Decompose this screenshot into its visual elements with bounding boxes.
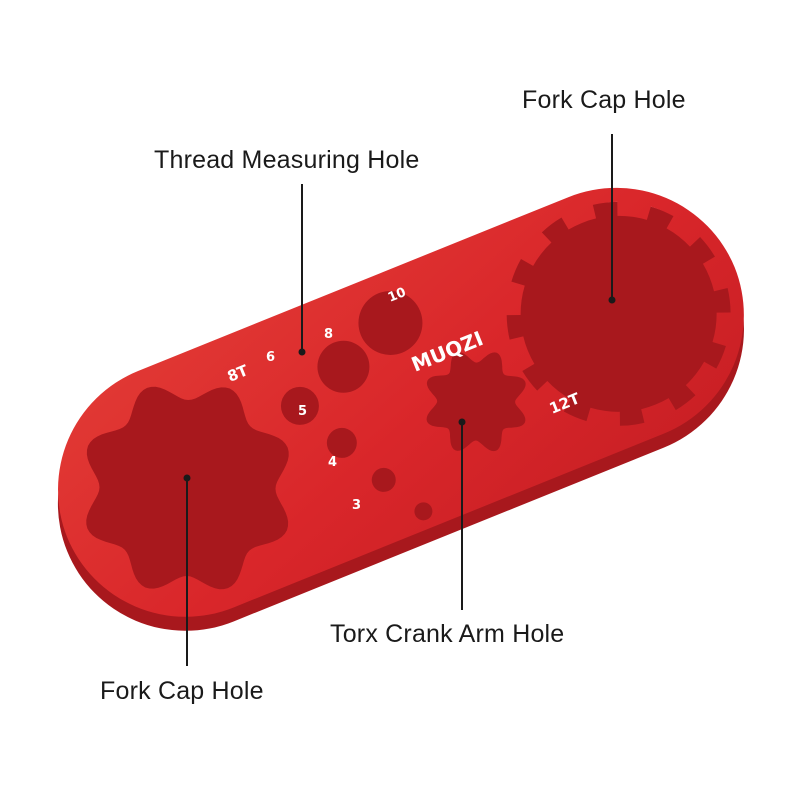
callout-fork-cap-top: Fork Cap Hole — [522, 86, 686, 114]
callout-thread-measuring: Thread Measuring Hole — [154, 146, 420, 174]
callout-lines — [183, 134, 616, 666]
callout-dot-fork-cap-bottom — [183, 474, 191, 482]
callout-dot-fork-cap-top — [608, 296, 616, 304]
callout-fork-cap-bottom: Fork Cap Hole — [100, 677, 264, 705]
label-hole-8: 8 — [324, 327, 333, 342]
label-hole-3: 3 — [352, 498, 361, 513]
wrench-body — [58, 187, 744, 617]
callout-torx-crank: Torx Crank Arm Hole — [330, 620, 565, 648]
label-hole-4: 4 — [328, 455, 337, 470]
callout-dot-torx — [458, 418, 466, 426]
label-hole-10: 10 — [386, 285, 408, 306]
label-hole-5: 5 — [298, 404, 307, 419]
label-hole-6: 6 — [266, 350, 275, 365]
callout-dot-thread — [298, 348, 306, 356]
